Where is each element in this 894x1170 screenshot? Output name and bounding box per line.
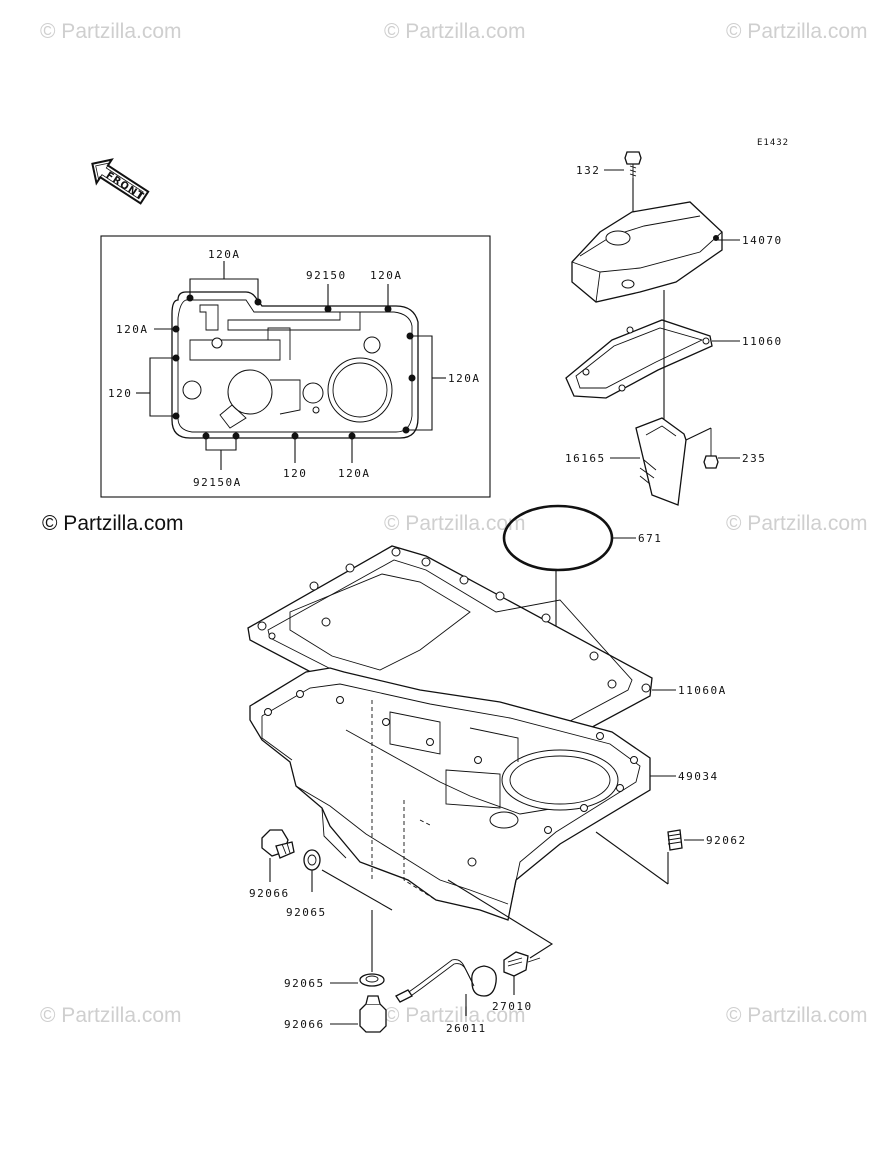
watermark: © Partzilla.com — [726, 1004, 868, 1027]
callout-92150a: 92150A — [193, 476, 242, 489]
inset-frame — [100, 235, 491, 498]
callout-120: 120 — [283, 467, 307, 480]
drain-plug-set-bottom: 92065 92066 — [284, 973, 387, 1033]
bolt-132 — [624, 151, 642, 178]
watermark: © Partzilla.com — [40, 1004, 182, 1027]
callout-27010: 27010 — [492, 1000, 533, 1013]
oil-pan-gasket: 11060A — [247, 545, 727, 771]
callout-11060a: 11060A — [678, 684, 727, 697]
oil-pan: 49034 — [249, 667, 719, 921]
inset-bolts — [172, 294, 416, 440]
callout-92066: 92066 — [284, 1018, 325, 1031]
watermark: © Partzilla.com — [384, 1004, 526, 1027]
watermark: © Partzilla.com — [384, 20, 526, 43]
watermark: © Partzilla.com — [40, 20, 182, 43]
callout-92065: 92065 — [284, 977, 325, 990]
callout-120a: 120A — [370, 269, 403, 282]
front-arrow-icon: FRONT — [91, 158, 150, 205]
inset-bolt-pattern: 120A 92150 120A 120A 120 120A 92150A 120… — [100, 235, 491, 498]
callout-26011: 26011 — [446, 1022, 487, 1035]
callout-235: 235 — [742, 452, 766, 465]
callout-92065: 92065 — [286, 906, 327, 919]
diagram-code: E1432 — [757, 138, 789, 148]
baffle-cover-assembly: 132 14070 11060 16165 235 — [565, 151, 783, 506]
callout-671: 671 — [638, 532, 662, 545]
oil-pressure-switch-set: 26011 27010 — [395, 879, 554, 1035]
drain-plug-set-top: 92066 92065 — [249, 829, 393, 972]
callout-11060: 11060 — [742, 335, 783, 348]
watermark: © Partzilla.com — [726, 512, 868, 535]
callout-132: 132 — [576, 164, 600, 177]
callout-120a: 120A — [448, 372, 481, 385]
callout-92062: 92062 — [706, 834, 747, 847]
callout-120a: 120A — [208, 248, 241, 261]
callout-92150: 92150 — [306, 269, 347, 282]
callout-49034: 49034 — [678, 770, 719, 783]
copyright-text: © Partzilla.com — [42, 512, 184, 535]
callout-16165: 16165 — [565, 452, 606, 465]
callout-120: 120 — [108, 387, 132, 400]
callout-120a: 120A — [338, 467, 371, 480]
watermark: © Partzilla.com — [726, 20, 868, 43]
callout-120a: 120A — [116, 323, 149, 336]
callout-14070: 14070 — [742, 234, 783, 247]
watermark-layer: © Partzilla.com © Partzilla.com © Partzi… — [40, 20, 868, 1027]
plug-92062: 92062 — [667, 829, 747, 851]
watermark: © Partzilla.com — [384, 512, 526, 535]
callout-92066: 92066 — [249, 887, 290, 900]
